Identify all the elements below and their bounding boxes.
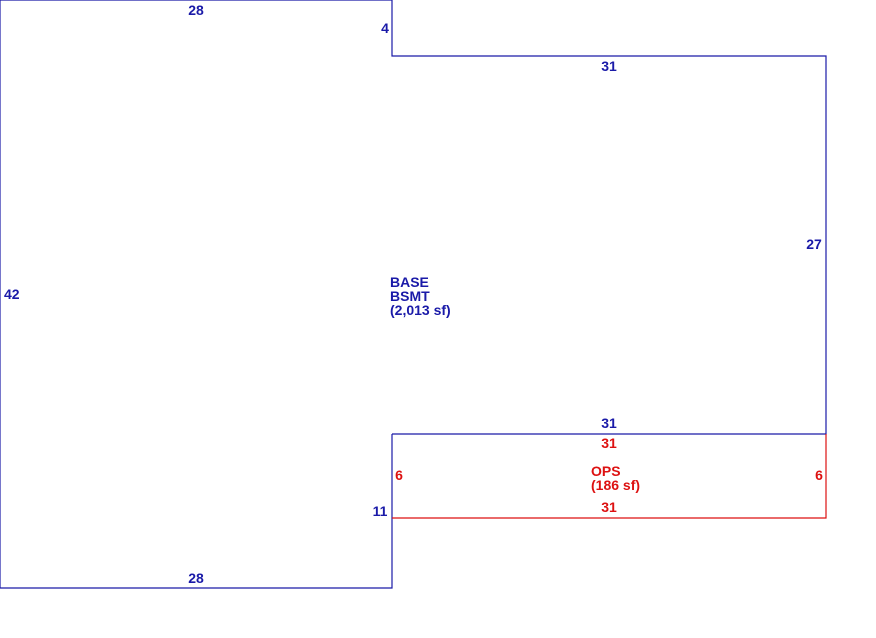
dim-base-right: 27 — [806, 236, 822, 252]
dim-ops-right: 6 — [815, 467, 823, 483]
ops-label-area: (186 sf) — [591, 477, 640, 493]
dim-base-inner-left: 11 — [373, 503, 388, 519]
dim-base-bottom: 28 — [188, 570, 204, 586]
dim-base-top-left: 28 — [188, 2, 204, 18]
ops-label-line1: OPS — [591, 463, 621, 479]
dim-base-step: 4 — [381, 20, 389, 36]
base-label-line1: BASE — [390, 274, 429, 290]
dim-ops-bottom: 31 — [601, 499, 617, 515]
dim-base-top-right: 31 — [601, 58, 617, 74]
dim-base-left: 42 — [4, 286, 20, 302]
base-label-area: (2,013 sf) — [390, 302, 451, 318]
dim-ops-top: 31 — [601, 435, 617, 451]
base-outline — [0, 0, 827, 589]
dim-base-inner-top: 31 — [601, 415, 617, 431]
ops-outline — [392, 434, 827, 519]
base-label-line2: BSMT — [390, 288, 430, 304]
dim-ops-left: 6 — [395, 467, 403, 483]
